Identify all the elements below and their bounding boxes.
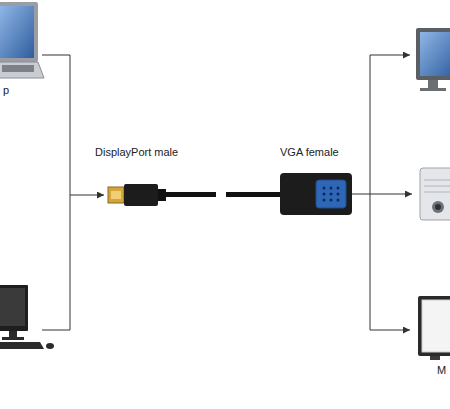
signal-line [370,55,371,330]
desktop-icon [0,285,54,349]
part-label: VGA female [280,146,339,159]
part-label: DisplayPort male [95,146,178,159]
signal-line [42,55,70,330]
monitor-icon [416,28,450,91]
part-label: M [437,364,446,377]
displayport-cable [108,184,282,206]
laptop-icon [0,2,44,78]
part-label: p [3,84,9,97]
projector-icon [420,168,450,220]
signal-arrow [70,195,104,196]
signal-arrow [370,194,412,195]
signal-line [352,194,370,195]
signal-arrow [370,55,410,56]
vga-adapter [280,173,352,215]
signal-arrow [370,330,410,331]
monitor-icon [418,296,450,360]
